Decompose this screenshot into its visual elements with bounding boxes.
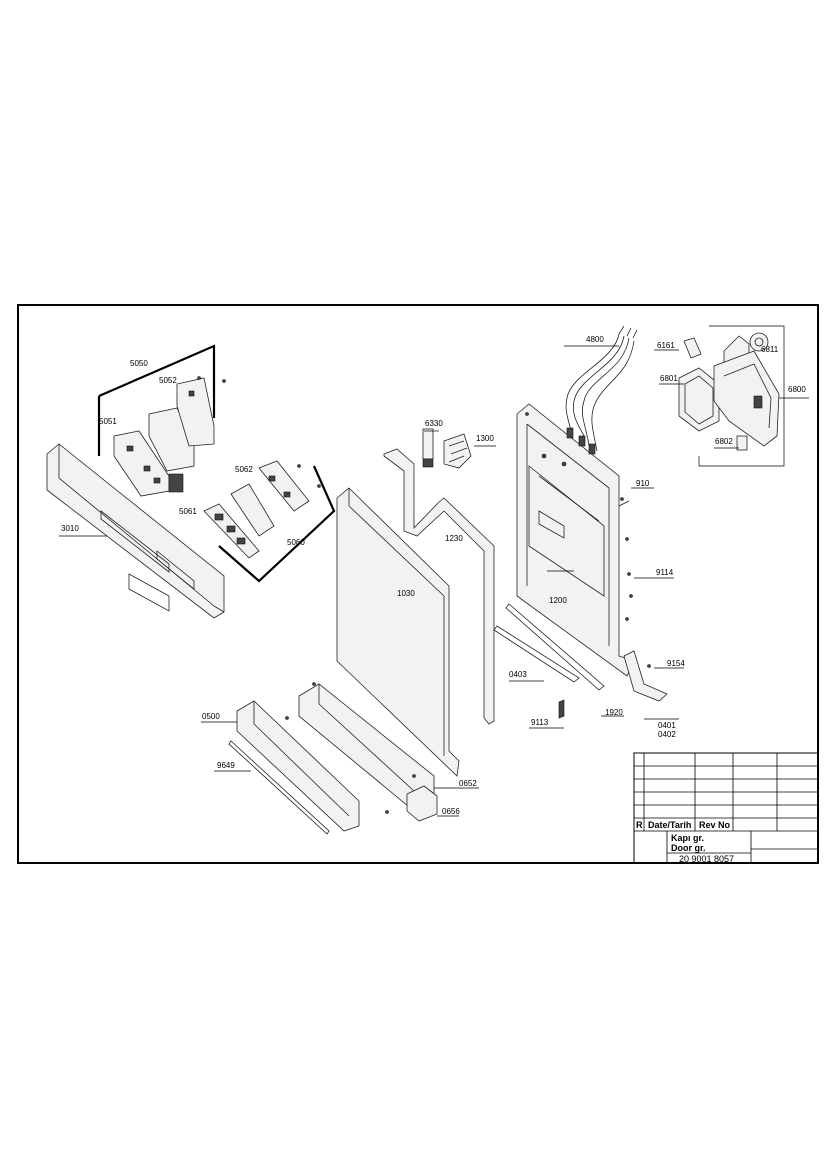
rod-0403 <box>493 625 580 683</box>
detergent-dispenser-6800 <box>678 332 780 451</box>
label-6811: 6811 <box>761 345 779 354</box>
label-0402: 0402 <box>658 730 676 739</box>
label-3010: 3010 <box>61 524 79 533</box>
electronic-board-5062 <box>230 460 310 537</box>
revision-letter: R <box>636 820 643 830</box>
part-labels: 5050 5052 5051 3010 5062 5061 5060 6330 … <box>61 335 806 816</box>
control-panel-3010 <box>46 443 225 619</box>
inner-door-panel-1030 <box>336 487 460 777</box>
label-910: 910 <box>636 479 650 488</box>
label-0652: 0652 <box>459 779 477 788</box>
label-0403: 0403 <box>509 670 527 679</box>
label-1230: 1230 <box>445 534 463 543</box>
label-5052: 5052 <box>159 376 177 385</box>
drawing-number: 20 9001 8057 <box>679 854 734 864</box>
label-5050: 5050 <box>130 359 148 368</box>
label-1030: 1030 <box>397 589 415 598</box>
label-5061: 5061 <box>179 507 197 516</box>
lock-mechanism-1300 <box>443 433 472 469</box>
label-1200: 1200 <box>549 596 567 605</box>
label-6801: 6801 <box>660 374 678 383</box>
leader-bracket-5060 <box>218 465 336 583</box>
label-6802: 6802 <box>715 437 733 446</box>
label-4800: 4800 <box>586 335 604 344</box>
screws <box>197 376 651 814</box>
part-group-name-tr: Kapı gr. <box>671 833 704 843</box>
wiring-harness-4800 <box>565 325 638 455</box>
date-header: Date/Tarih <box>648 820 691 830</box>
leader-bracket-5050 <box>97 344 216 456</box>
label-6800: 6800 <box>788 385 806 394</box>
dispenser-lock-6330 <box>422 428 434 468</box>
leader-bracket-6800 <box>698 325 785 467</box>
exploded-view-diagram: 5050 5052 5051 3010 5062 5061 5060 6330 … <box>46 325 817 864</box>
rod-1920 <box>505 603 605 691</box>
label-5051: 5051 <box>99 417 117 426</box>
door-seal-1230 <box>383 448 495 725</box>
label-6330: 6330 <box>425 419 443 428</box>
label-5062: 5062 <box>235 465 253 474</box>
rev-no-header: Rev No <box>699 820 731 830</box>
cover-0656 <box>406 785 438 822</box>
electronic-board-5061 <box>203 503 260 559</box>
label-9154: 9154 <box>667 659 685 668</box>
leader-lines <box>59 345 809 817</box>
label-9649: 9649 <box>217 761 235 770</box>
seal-strip-9649 <box>228 740 330 835</box>
label-0500: 0500 <box>202 712 220 721</box>
label-9114: 9114 <box>656 568 674 577</box>
drawing-sheet: 5050 5052 5051 3010 5062 5061 5060 6330 … <box>17 304 819 864</box>
label-0401: 0401 <box>658 721 676 730</box>
outer-door-1200 <box>516 403 635 677</box>
label-6161: 6161 <box>657 341 675 350</box>
label-9113: 9113 <box>531 718 549 727</box>
side-rail-9114 <box>618 500 668 702</box>
title-block: R Date/Tarih Rev No Kapı gr. Door gr. 20… <box>633 752 817 864</box>
label-5060: 5060 <box>287 538 305 547</box>
label-1920: 1920 <box>605 708 623 717</box>
label-1300: 1300 <box>476 434 494 443</box>
bottom-trim-0500 <box>236 700 360 832</box>
electronic-board-5052 <box>148 377 215 493</box>
clip-9113 <box>558 699 565 719</box>
part-group-name-en: Door gr. <box>671 843 706 853</box>
label-0656: 0656 <box>442 807 460 816</box>
